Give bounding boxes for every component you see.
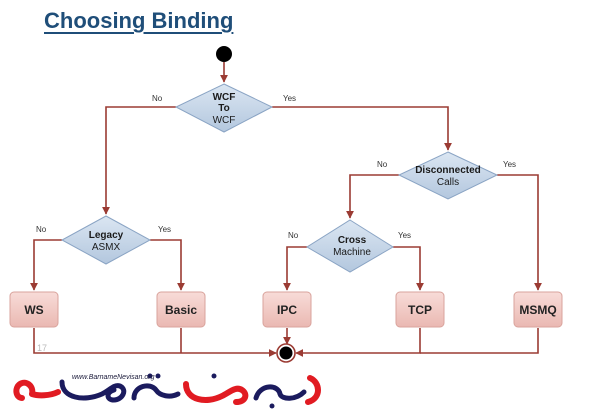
outcome-msmq-label: MSMQ [519,303,556,317]
edge-label-cross-yes: Yes [398,231,411,240]
decision-legacy-line1: Legacy [89,230,124,241]
decision-wcf-line1: WCF [213,92,236,103]
edge-label-disc-yes: Yes [503,160,516,169]
outcome-tcp: TCP [395,291,445,328]
barnamenevisan-logo: www.BarnameNevisan.org [10,364,330,414]
page-title: Choosing Binding [44,8,234,33]
decision-disconnected-line1: Disconnected [415,165,481,176]
edge-cross-no [283,246,307,291]
outcome-basic: Basic [156,291,206,328]
decision-wcf-line3: WCF [213,115,236,126]
outcome-ipc-label: IPC [277,303,297,317]
start-node [216,46,232,62]
decision-legacy-asmx: Legacy ASMX [60,215,152,265]
outcome-ws-label: WS [24,303,43,317]
page-number: 17 [37,343,47,353]
outcome-basic-label: Basic [165,303,197,317]
edge-wcf-yes [272,106,452,151]
edge-label-cross-no: No [288,231,299,240]
edge-ws-end [33,328,277,357]
edge-label-wcf-yes: Yes [283,94,296,103]
edge-tcp-end [295,328,421,357]
outcome-msmq: MSMQ [513,291,563,328]
outcome-tcp-label: TCP [408,303,432,317]
decision-wcf-line2: To [218,103,229,114]
edge-label-legacy-no: No [36,225,47,234]
edge-label-wcf-no: No [152,94,163,103]
end-node [276,343,296,363]
decision-disconnected-calls: Disconnected Calls [397,151,499,200]
decision-cross-machine: Cross Machine [306,219,394,273]
edge-disc-no [346,174,399,219]
logo-mark-icon [13,373,321,409]
edge-msmq-end [420,328,539,354]
decision-legacy-line2: ASMX [92,242,121,253]
decision-cross-line1: Cross [338,235,367,246]
edge-label-disc-no: No [377,160,388,169]
decision-wcf-to-wcf: WCF To WCF [174,83,274,133]
decision-disconnected-line2: Calls [437,177,459,188]
edge-disc-yes [497,174,542,291]
edge-label-legacy-yes: Yes [158,225,171,234]
outcome-ipc: IPC [262,291,312,328]
outcome-ws: WS [9,291,59,328]
edge-cross-yes [393,246,424,291]
edge-wcf-no [102,106,176,215]
edge-legacy-yes [150,239,185,291]
logo-url-text: www.BarnameNevisan.org [72,374,155,381]
edge-legacy-no [30,239,62,291]
decision-cross-line2: Machine [333,247,371,258]
